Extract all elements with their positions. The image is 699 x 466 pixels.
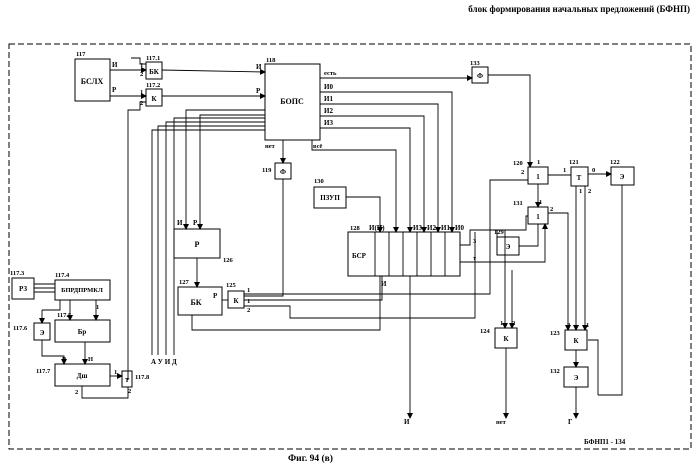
- pin-bk127-r: Р: [213, 292, 218, 300]
- pin-r126-r: Р: [193, 219, 198, 227]
- block-pzup-name: ПЗУП: [320, 194, 340, 202]
- figure-caption: Фиг. 94 (в): [288, 453, 333, 464]
- pin-bops-i2: И2: [324, 107, 333, 115]
- block-bops-name: БОПС: [280, 97, 304, 106]
- block-bk-117-1-num: 117.1: [146, 55, 160, 62]
- pin-121-2: 2: [588, 188, 591, 195]
- pin-dsh-h: Н: [88, 356, 93, 363]
- block-k-125-num: 125: [226, 282, 237, 289]
- block-or-120-name: 1: [536, 173, 540, 181]
- page-header: блок формирования начальных предложений …: [468, 4, 690, 14]
- pin-bk1-2: 2: [140, 71, 143, 78]
- block-k-123-num: 123: [550, 330, 561, 337]
- pin-bk1-1: 1: [140, 62, 143, 69]
- pin-131-1: 1: [539, 199, 542, 206]
- pin-k125-1: 1: [247, 287, 250, 294]
- pin-124-2: 2: [512, 320, 515, 327]
- block-t-121-num: 121: [569, 159, 579, 166]
- pin-k125-2: 2: [247, 307, 250, 314]
- block-bpr-num: 117.4: [55, 272, 70, 279]
- pin-dsh-2: 2: [75, 389, 78, 396]
- block-bk-127-name: БК: [190, 298, 201, 307]
- block-e-117-6-name: Э: [40, 329, 45, 337]
- block-k-124-num: 124: [480, 328, 491, 335]
- block-f-133-num: 133: [470, 60, 481, 67]
- block-or-131-num: 131: [513, 200, 523, 207]
- pin-121-1b: 1: [579, 188, 582, 195]
- pin-bops-i: И: [256, 63, 262, 71]
- output-g: Г: [568, 418, 573, 426]
- pin-bsr-3: 3: [473, 238, 477, 245]
- pin-bops-r: Р: [256, 87, 261, 95]
- pin-bops-vse: всё: [313, 143, 322, 150]
- bus-labels-aui: А У И Д: [151, 358, 177, 366]
- pin-dsh-r: Р: [62, 356, 66, 363]
- block-t-117-8-name: Т: [125, 377, 130, 384]
- block-bops-num: 118: [266, 57, 276, 64]
- pin-k2-2: 2: [140, 100, 143, 107]
- pin-bsr-i0: И0: [455, 224, 464, 232]
- block-br-name: Бр: [78, 328, 87, 336]
- pin-bsr-ip: И(П): [369, 224, 385, 232]
- output-net: нет: [496, 419, 507, 426]
- block-e-117-6-num: 117.6: [13, 325, 28, 332]
- pin-121-0: 0: [592, 167, 595, 174]
- pin-124-1: 1: [500, 320, 503, 327]
- pin-bsr-i1: И1: [441, 224, 450, 232]
- block-r-126-num: 126: [223, 257, 234, 264]
- block-e-129-name: Э: [506, 243, 511, 251]
- pin-bops-i3: И3: [324, 119, 333, 127]
- block-bpr-name: БПРДПРМКЛ: [61, 287, 103, 294]
- pin-bops-i0: И0: [324, 83, 333, 91]
- pin-bops-net: нет: [265, 143, 276, 150]
- block-bk-127-num: 127: [179, 279, 190, 286]
- pin-t8-2: 2: [128, 388, 131, 395]
- block-r3-name: РЗ: [19, 285, 27, 293]
- block-k-117-2-num: 117.2: [146, 82, 160, 89]
- pin-bpr-1: 1: [96, 304, 99, 311]
- pin-121-1: 1: [563, 167, 566, 174]
- block-t-117-8-num: 117.8: [135, 374, 150, 381]
- pin-r126-i: И: [177, 219, 183, 227]
- block-bsr-name: БСР: [352, 252, 367, 260]
- block-f-119-num: 119: [262, 167, 272, 174]
- block-bsr-num: 128: [350, 225, 361, 232]
- pin-bsr-i-bottom: И: [381, 280, 387, 288]
- block-dsh-num: 117.7: [36, 368, 51, 375]
- pin-k125-1b: 1: [247, 298, 250, 305]
- pin-123-2: 2: [567, 322, 570, 329]
- pin-120-1: 1: [537, 159, 540, 166]
- block-f-133-name: Ф: [477, 72, 483, 80]
- pin-123-1: 1: [586, 322, 589, 329]
- block-e-132-name: Э: [574, 374, 579, 382]
- block-pzup-num: 130: [314, 178, 324, 185]
- pin-131-2: 2: [550, 206, 553, 213]
- pin-bops-est: есть: [324, 70, 337, 77]
- pin-t8-1: 1: [114, 369, 117, 376]
- block-r3-num: 117.3: [10, 270, 25, 277]
- block-or-131-name: 1: [536, 213, 540, 221]
- pin-k2-1: 1: [140, 89, 143, 96]
- output-i: И: [404, 418, 410, 426]
- pin-bsr-i2: И2: [427, 224, 436, 232]
- block-f-119-name: Ф: [280, 168, 286, 176]
- pin-bslh-i: И: [112, 61, 118, 69]
- block-dsh-name: Дш: [77, 372, 88, 380]
- pin-bslh-r: Р: [112, 86, 117, 94]
- pin-bops-i1: И1: [324, 95, 333, 103]
- block-bslh-num: 117: [76, 51, 86, 58]
- block-e-122-name: Э: [620, 173, 625, 181]
- block-bslh-name: БСЛХ: [81, 77, 104, 86]
- pin-120-2: 2: [521, 169, 524, 176]
- block-or-120-num: 120: [513, 160, 523, 167]
- block-bk-117-1-name: БК: [149, 68, 160, 76]
- block-e-122-num: 122: [610, 159, 620, 166]
- frame-label: БФНП1 - 134: [584, 438, 626, 446]
- pin-bsr-t: т: [473, 255, 477, 262]
- pin-bsr-i3: И3: [413, 224, 422, 232]
- block-e-132-num: 132: [550, 368, 560, 375]
- block-t-121-name: Т: [577, 174, 582, 182]
- block-r-126-name: Р: [195, 240, 200, 249]
